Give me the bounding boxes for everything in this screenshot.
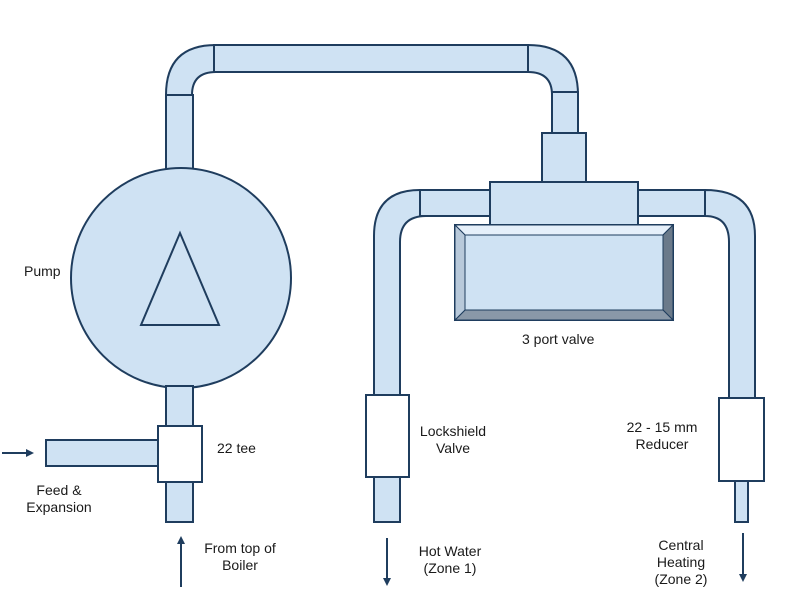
central-heating-branch-pipe (704, 188, 756, 399)
feed-label-line2: Expansion (26, 499, 92, 515)
boiler-label: From top of Boiler (190, 540, 290, 574)
reducer-label-line1: 22 - 15 mm (626, 419, 698, 435)
valve-stem (541, 132, 587, 184)
central-heating-label: Central Heating (Zone 2) (641, 537, 721, 588)
central-label-line2: Heating (656, 554, 706, 570)
valve-drop-pipe (551, 91, 579, 135)
hot-water-outlet-pipe (373, 476, 401, 523)
central-heating-outlet-pipe (734, 480, 749, 523)
feed-expansion-pipe (45, 439, 159, 467)
hot-water-label-line2: (Zone 1) (423, 560, 477, 576)
lockshield-label-line1: Lockshield (419, 423, 487, 439)
central-label-line1: Central (658, 537, 704, 553)
pump-label: Pump (24, 263, 61, 279)
three-port-valve-label: 3 port valve (522, 331, 595, 347)
pump-inlet-pipe-top (165, 94, 194, 171)
hot-water-branch-pipe (373, 189, 427, 396)
lockshield-label-line2: Valve (436, 440, 470, 456)
reducer-label: 22 - 15 mm Reducer (612, 419, 712, 453)
reducer-label-line2: Reducer (635, 436, 689, 452)
boiler-label-line2: Boiler (222, 557, 258, 573)
feed-label-line1: Feed & (36, 482, 82, 498)
hot-water-label: Hot Water (Zone 1) (405, 543, 495, 577)
hot-water-branch-straight (419, 189, 491, 217)
reducer-fitting (718, 397, 765, 482)
boiler-feed-pipe (165, 481, 194, 523)
feed-expansion-label: Feed & Expansion (14, 482, 104, 516)
hot-water-label-line1: Hot Water (418, 543, 482, 559)
tee-label: 22 tee (217, 440, 256, 456)
boiler-label-line1: From top of (204, 540, 276, 556)
three-port-valve-actuator (453, 223, 675, 322)
tee-fitting (157, 425, 203, 483)
lockshield-label: Lockshield Valve (408, 423, 498, 457)
bridge-pipe-straight (213, 44, 529, 73)
central-label-line3: (Zone 2) (654, 571, 708, 587)
central-heating-branch-straight (637, 189, 706, 217)
lockshield-valve (365, 394, 410, 478)
pump-body (70, 167, 292, 389)
triangle-icon (139, 230, 221, 326)
pump-outlet-pipe (165, 385, 194, 427)
valve-manifold (489, 181, 639, 226)
